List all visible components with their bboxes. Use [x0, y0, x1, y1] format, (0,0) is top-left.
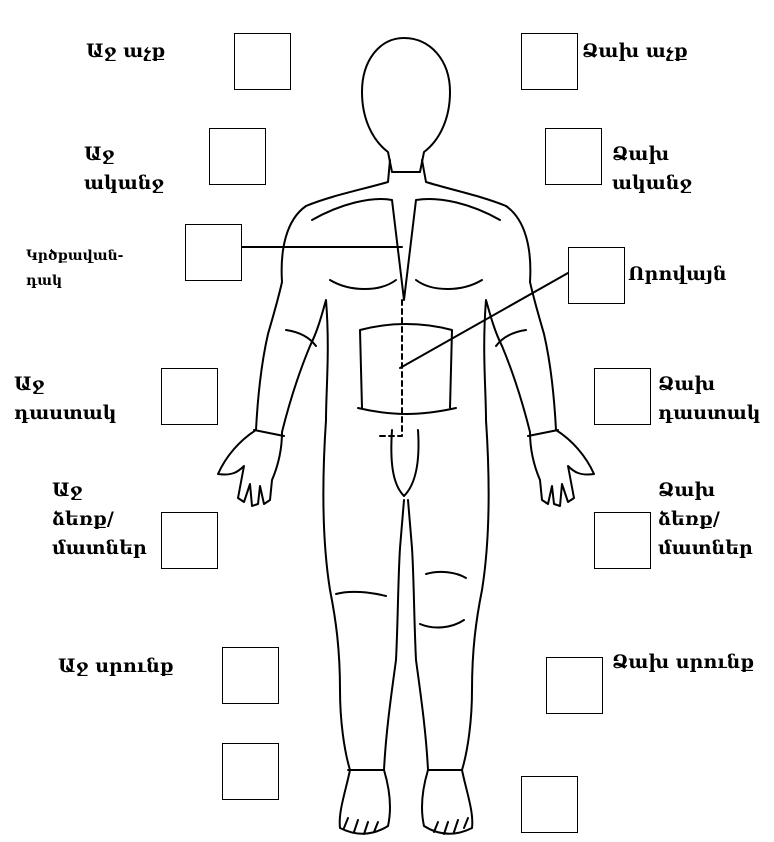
body-outline-left [218, 206, 404, 834]
checkbox-left-wrist[interactable] [594, 368, 651, 425]
label-left-ear-2: ականջ [612, 169, 692, 198]
checkbox-abdomen[interactable] [568, 247, 625, 304]
label-right-eye: Աջ աչք [86, 37, 165, 66]
checkbox-left-shin[interactable] [546, 657, 603, 714]
abdomen-outline [358, 324, 456, 414]
label-right-hand-1: Աջ [52, 476, 83, 505]
label-left-eye: Ձախ աչք [582, 37, 688, 66]
label-left-hand-2: ձեռք/ [658, 505, 720, 534]
body-outline-right [408, 206, 594, 834]
checkbox-right-foot[interactable] [222, 743, 279, 800]
head-outline [362, 38, 450, 172]
label-right-wrist-1: Աջ [14, 370, 45, 399]
checkbox-left-ear[interactable] [545, 128, 602, 185]
checkbox-left-hand[interactable] [594, 512, 651, 569]
checkbox-right-eye[interactable] [234, 33, 291, 90]
chest-outline [312, 199, 500, 300]
label-right-hand-3: մատներ [52, 534, 147, 563]
label-left-hand-3: մատներ [658, 534, 753, 563]
checkbox-right-wrist[interactable] [161, 368, 218, 425]
label-right-ear-2: ականջ [84, 169, 164, 198]
checkbox-left-eye[interactable] [521, 33, 578, 90]
neck-outline [306, 160, 506, 206]
label-left-shin: Ձախ սրունք [612, 648, 754, 677]
checkbox-right-shin[interactable] [222, 647, 279, 704]
midline-dashed [378, 300, 402, 436]
arm-seams [254, 330, 558, 436]
label-left-ear-1: Ձախ [612, 140, 669, 169]
label-right-wrist-2: դաստակ [14, 399, 116, 428]
checkbox-right-ear[interactable] [209, 128, 266, 185]
checkbox-chest[interactable] [185, 224, 242, 281]
label-right-shin: Աջ սրունք [58, 652, 174, 681]
label-left-wrist-1: Ձախ [658, 370, 715, 399]
groin-outline [391, 430, 418, 496]
label-abdomen: Որովայն [628, 260, 727, 289]
toes [344, 818, 468, 834]
label-chest-2: դակ [26, 269, 62, 293]
label-chest-1: Կրծքավան- [26, 244, 123, 268]
label-right-hand-2: ձեռք/ [52, 505, 114, 534]
label-right-ear-1: Աջ [84, 140, 115, 169]
knee-lines [336, 572, 466, 770]
label-left-wrist-2: դաստակ [658, 399, 760, 428]
checkbox-right-hand[interactable] [161, 512, 218, 569]
checkbox-left-foot[interactable] [521, 776, 578, 833]
label-left-hand-1: Ձախ [658, 476, 715, 505]
